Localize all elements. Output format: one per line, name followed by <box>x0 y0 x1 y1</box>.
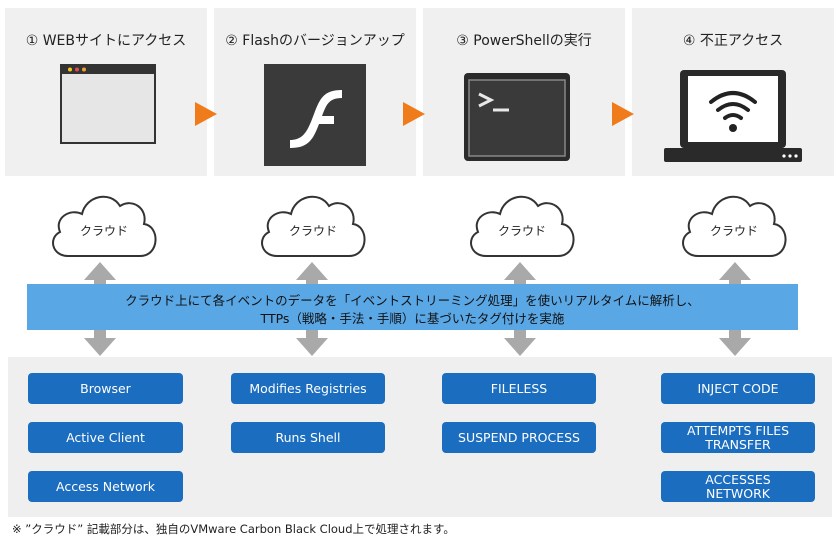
cloud-label: クラウド <box>79 224 128 238</box>
step-title-4: ④ 不正アクセス <box>682 33 784 49</box>
cloud-4: クラウド <box>674 186 794 266</box>
tag-accesses-network: ACCESSES NETWORK <box>661 471 815 502</box>
cloud-label: クラウド <box>709 224 758 238</box>
cloud-label: クラウド <box>288 224 337 238</box>
analysis-band: クラウド上にて各イベントのデータを「イベントストリーミング処理」を使いリアルタイ… <box>27 284 798 330</box>
step-panel-1: ① WEBサイトにアクセス <box>5 8 207 176</box>
laptop-wifi-icon <box>664 70 802 162</box>
step-title-3: ③ PowerShellの実行 <box>456 33 592 49</box>
cloud-3: クラウド <box>462 186 582 266</box>
band-text-line-1: クラウド上にて各イベントのデータを「イベントストリーミング処理」を使いリアルタイ… <box>125 293 700 308</box>
tag-browser: Browser <box>28 373 183 404</box>
band-text-line-2: TTPs（戦略・手法・手順）に基づいたタグ付けを実施 <box>260 311 565 326</box>
flow-arrow-icon <box>403 102 425 126</box>
tag-access-network: Access Network <box>28 471 183 502</box>
step-panel-3: ③ PowerShellの実行 <box>423 8 625 176</box>
cloud-label: クラウド <box>497 224 546 238</box>
tag-active-client: Active Client <box>28 422 183 453</box>
flow-arrow-icon <box>195 102 217 126</box>
cloud-icon <box>470 195 575 257</box>
cloud-2: クラウド <box>253 186 373 266</box>
tag-suspend-process: SUSPEND PROCESS <box>442 422 596 453</box>
tag-runs-shell: Runs Shell <box>231 422 385 453</box>
flash-player-icon <box>264 64 366 166</box>
browser-window-icon <box>60 64 156 144</box>
step-panel-4: ④ 不正アクセス <box>632 8 834 176</box>
tag-modifies-registries: Modifies Registries <box>231 373 385 404</box>
cloud-icon <box>261 195 366 257</box>
cloud-icon <box>682 195 787 257</box>
cloud-icon <box>52 195 157 257</box>
step-panel-2: ② Flashのバージョンアップ <box>214 8 416 176</box>
cloud-1: クラウド <box>44 186 164 266</box>
tag-fileless: FILELESS <box>442 373 596 404</box>
footnote: ※ ”クラウド” 記載部分は、独自のVMware Carbon Black Cl… <box>12 522 455 536</box>
tag-inject-code: INJECT CODE <box>661 373 815 404</box>
terminal-window-icon <box>464 73 570 161</box>
flow-arrow-icon <box>612 102 634 126</box>
tag-attempts-files-transfer: ATTEMPTS FILES TRANSFER <box>661 422 815 453</box>
step-title-1: ① WEBサイトにアクセス <box>25 33 187 49</box>
step-title-2: ② Flashのバージョンアップ <box>225 33 405 49</box>
